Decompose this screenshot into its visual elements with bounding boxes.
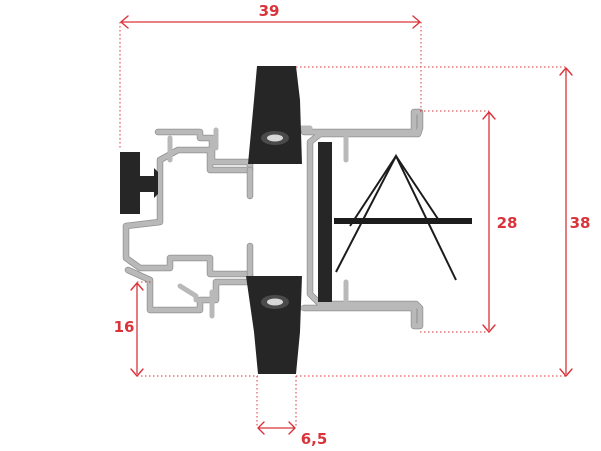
dimension-label-38: 38 <box>570 214 591 232</box>
dimension-height-inner: 28 <box>420 110 518 333</box>
dimension-height-left: 16 <box>114 281 152 377</box>
dimension-label-6-5: 6,5 <box>301 430 328 448</box>
top-insulation-bar <box>248 66 302 164</box>
screen-wire <box>334 153 472 281</box>
bottom-insulation-bar <box>246 276 302 374</box>
aluminium-frame <box>122 108 424 330</box>
dimension-label-28: 28 <box>497 214 518 232</box>
dimension-height-right: 38 <box>137 66 591 377</box>
dimension-label-39: 39 <box>259 2 280 20</box>
dimension-label-16: 16 <box>114 318 135 336</box>
left-gasket <box>120 152 158 214</box>
dimension-width-bottom: 6,5 <box>256 376 328 448</box>
glazing-panel <box>318 142 332 302</box>
